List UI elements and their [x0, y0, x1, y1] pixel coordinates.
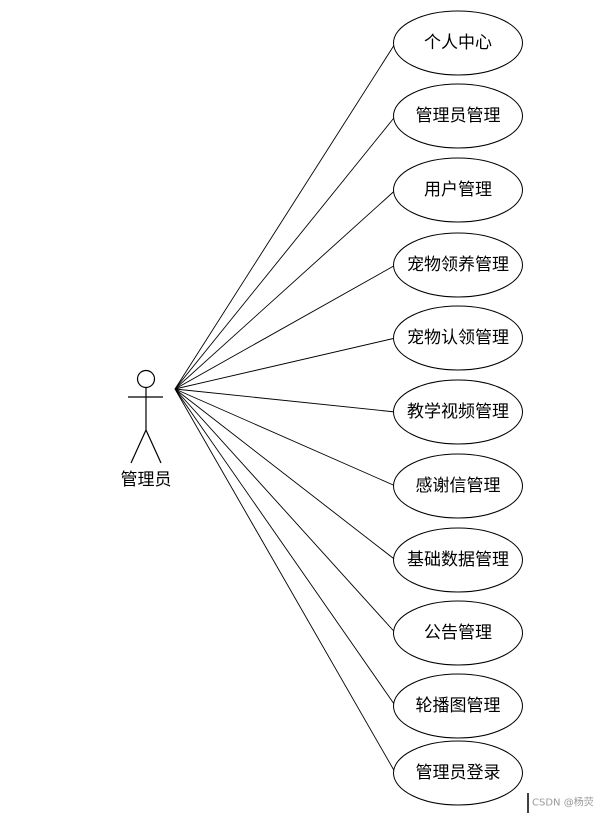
watermark-text: CSDN @杨荧 — [532, 796, 594, 809]
use-case: 感谢信管理 — [393, 453, 523, 519]
association-lines — [174, 42, 396, 774]
use-case: 宠物认领管理 — [393, 305, 523, 371]
csdn-watermark: CSDN @杨荧 — [527, 793, 594, 813]
use-case: 公告管理 — [393, 600, 523, 666]
association-line — [174, 388, 396, 487]
association-line — [174, 337, 396, 390]
association-line — [174, 189, 396, 390]
use-case: 轮播图管理 — [393, 673, 523, 739]
use-case-label: 教学视频管理 — [407, 402, 509, 422]
use-case-ellipse — [393, 83, 523, 149]
use-case-label: 管理员管理 — [416, 106, 501, 126]
use-case-label: 宠物认领管理 — [407, 328, 509, 348]
use-case-label: 宠物领养管理 — [407, 255, 509, 275]
use-case: 管理员管理 — [393, 83, 523, 149]
association-line — [174, 388, 396, 774]
use-case-ellipse — [393, 10, 523, 76]
use-case-ellipse — [393, 673, 523, 739]
association-line — [174, 264, 396, 390]
use-case-ellipse — [393, 379, 523, 445]
use-case: 基础数据管理 — [393, 527, 523, 593]
use-case-ellipse — [393, 157, 523, 223]
actor-head — [136, 369, 156, 389]
use-case-ellipse — [393, 232, 523, 298]
use-case-label: 基础数据管理 — [407, 550, 509, 570]
actor-label: 管理员 — [121, 470, 172, 490]
use-case-label: 管理员登录 — [416, 763, 501, 783]
actor-admin: 管理员 — [121, 369, 172, 490]
actor-left-leg — [130, 429, 147, 464]
use-case: 管理员登录 — [393, 740, 523, 806]
use-case: 用户管理 — [393, 157, 523, 223]
use-case-ellipse — [393, 527, 523, 593]
association-line — [174, 388, 396, 561]
association-line — [174, 388, 396, 707]
use-cases: 个人中心管理员管理用户管理宠物领养管理宠物认领管理教学视频管理感谢信管理基础数据… — [393, 10, 523, 806]
use-case-label: 轮播图管理 — [416, 696, 501, 716]
association-line — [174, 388, 396, 413]
association-line — [174, 42, 396, 390]
use-case-label: 感谢信管理 — [416, 476, 501, 496]
use-case: 个人中心 — [393, 10, 523, 76]
use-case: 教学视频管理 — [393, 379, 523, 445]
use-case-label: 公告管理 — [424, 623, 492, 643]
use-case-ellipse — [393, 740, 523, 806]
use-case-label: 个人中心 — [424, 33, 492, 53]
association-line — [174, 388, 396, 634]
use-case-label: 用户管理 — [424, 180, 492, 200]
use-case-ellipse — [393, 305, 523, 371]
actor-right-leg — [145, 429, 162, 464]
use-case: 宠物领养管理 — [393, 232, 523, 298]
use-case-ellipse — [393, 453, 523, 519]
association-line — [174, 115, 396, 390]
use-case-ellipse — [393, 600, 523, 666]
